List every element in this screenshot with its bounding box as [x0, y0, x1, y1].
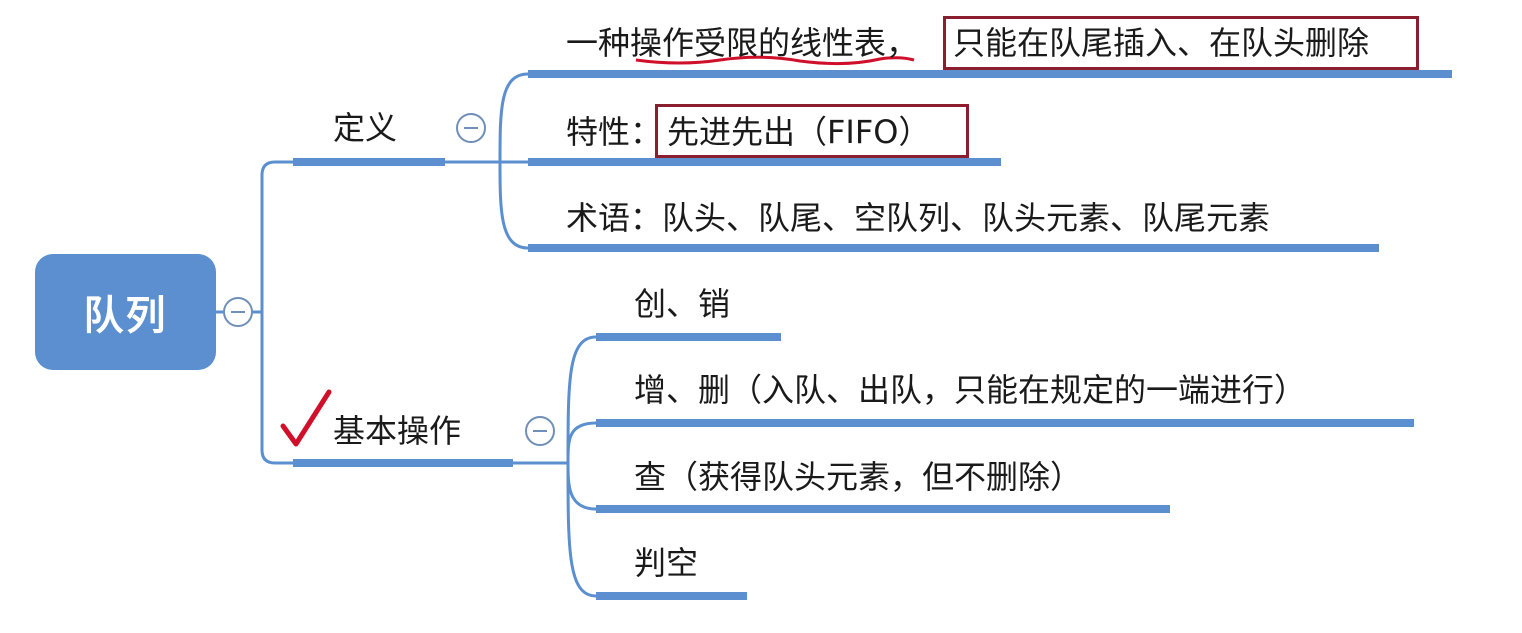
definition-label[interactable]: 定义	[333, 109, 398, 147]
checkmark-icon	[280, 389, 332, 447]
minus-icon	[533, 430, 547, 432]
connector-basic-ops	[513, 335, 597, 598]
connector-definition	[445, 72, 529, 250]
basic-ops-underline	[293, 459, 513, 467]
def1-highlight-box	[943, 16, 1419, 70]
op-item-4: 判空	[634, 544, 699, 582]
root-label: 队列	[83, 293, 168, 339]
red-wavy-underline	[635, 55, 915, 66]
root-collapse-button[interactable]	[223, 297, 253, 327]
basic-ops-collapse-button[interactable]	[525, 416, 555, 446]
op3-underline	[596, 505, 1170, 513]
def2-highlight-text: 先进先出（FIFO）	[667, 113, 931, 151]
op-item-1: 创、销	[634, 285, 731, 323]
def2-highlight-box	[655, 104, 969, 158]
definition-underline	[293, 158, 445, 166]
def3-text: 术语：队头、队尾、空队列、队头元素、队尾元素	[566, 199, 1271, 237]
def2-prefix-text: 特性：	[566, 113, 663, 151]
basic-ops-label[interactable]: 基本操作	[333, 412, 462, 450]
minus-icon	[231, 311, 245, 313]
def1-prefix-text: 一种操作受限的线性表，	[566, 24, 919, 62]
def1-highlight-text: 只能在队尾插入、在队头删除	[953, 24, 1370, 62]
op-item-2: 增、删（入队、出队，只能在规定的一端进行）	[634, 371, 1307, 409]
op-item-3: 查（获得队头元素，但不删除）	[634, 458, 1083, 496]
def2-underline	[528, 158, 1001, 166]
definition-collapse-button[interactable]	[456, 113, 486, 143]
op1-underline	[596, 333, 781, 341]
minus-icon	[464, 127, 478, 129]
def1-underline	[528, 70, 1452, 78]
root-node[interactable]: 队列	[35, 254, 216, 370]
op2-underline	[596, 419, 1414, 427]
def3-underline	[528, 244, 1379, 252]
op4-underline	[596, 592, 747, 600]
connector-root-branch	[252, 160, 293, 465]
